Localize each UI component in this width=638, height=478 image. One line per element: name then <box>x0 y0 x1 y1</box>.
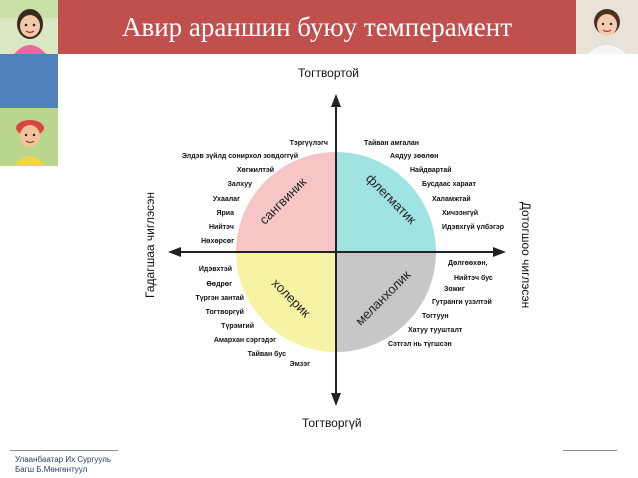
quadrant-phlegmatic <box>336 152 436 252</box>
trait-phlegmatic: Аядуу зөөлөн <box>390 153 439 160</box>
footer-teacher: Багш Б.Мөнгөнтуул <box>15 465 88 474</box>
child-photo-top-left <box>0 0 58 54</box>
trait-choleric: Идэвхтэй <box>198 266 232 273</box>
trait-phlegmatic: Хичээнгүй <box>442 210 479 217</box>
blue-accent-block <box>0 54 58 108</box>
arrow-down <box>331 393 341 406</box>
trait-choleric: Түргэн зантай <box>195 295 244 302</box>
footer-divider-right <box>563 450 617 451</box>
trait-sanguine: Яриа <box>216 210 234 217</box>
trait-choleric: Тайван бус <box>247 351 286 358</box>
trait-phlegmatic: Идэвхгүй үлбэгэр <box>442 224 504 231</box>
footer-divider-left <box>10 450 118 451</box>
trait-sanguine: Хөгжилтэй <box>236 167 274 174</box>
trait-choleric: Амархан сэргэдэг <box>213 337 276 344</box>
quadrant-choleric <box>236 252 336 352</box>
title-bar: Авир араншин буюу темперамент <box>58 0 576 54</box>
trait-sanguine: Тэргүүлэгч <box>289 140 328 147</box>
trait-choleric: Тогтворгүй <box>205 309 244 316</box>
trait-choleric: Түрэмгий <box>221 323 254 330</box>
trait-melancholic: Зожиг <box>444 286 465 293</box>
quadrant-sanguine <box>236 152 336 252</box>
arrow-left <box>168 247 181 257</box>
trait-phlegmatic: Бусдаас хараат <box>422 181 476 188</box>
axis-label-bottom: Тогтворгүй <box>302 416 362 430</box>
axis-label-right: Дотогшоо чиглэсэн <box>519 201 533 309</box>
trait-sanguine: Нөхөрсөг <box>201 238 234 245</box>
trait-phlegmatic: Халамжтай <box>432 196 471 203</box>
trait-phlegmatic: Найдвартай <box>410 167 452 174</box>
trait-sanguine: Ухаалаг <box>212 196 240 203</box>
arrow-right <box>493 247 506 257</box>
trait-choleric: Эмзэг <box>289 361 310 368</box>
trait-sanguine: Элдэв зүйлд сонирхол зовдоггүй <box>181 153 298 160</box>
footer-institution: Улаанбаатар Их Сургууль <box>15 455 112 464</box>
trait-melancholic: Хатуу туушталт <box>408 327 463 334</box>
trait-melancholic: Гутранги үзэлтэй <box>432 299 492 306</box>
quadrant-melancholic <box>336 252 436 352</box>
axis-label-left: Гадагшаа чиглэсэн <box>143 192 157 298</box>
arrow-up <box>331 94 341 107</box>
trait-melancholic: Тогтуун <box>422 313 449 320</box>
trait-sanguine: Нийтэч <box>208 224 234 231</box>
axis-label-top: Тогтвортой <box>298 66 360 80</box>
slide-title: Авир араншин буюу темперамент <box>121 12 513 42</box>
child-photo-top-right <box>576 0 638 54</box>
trait-sanguine: Залхуу <box>227 181 253 188</box>
trait-phlegmatic: Тайван амгалан <box>364 140 420 147</box>
trait-choleric: Өөдрөг <box>206 281 232 288</box>
trait-melancholic: Сэтгэл нь түгшсэн <box>388 341 452 348</box>
child-photo-left-middle <box>0 108 58 166</box>
trait-melancholic: Нийтэч бус <box>454 275 493 282</box>
trait-melancholic: Дөлгөөхөн, <box>448 260 488 267</box>
